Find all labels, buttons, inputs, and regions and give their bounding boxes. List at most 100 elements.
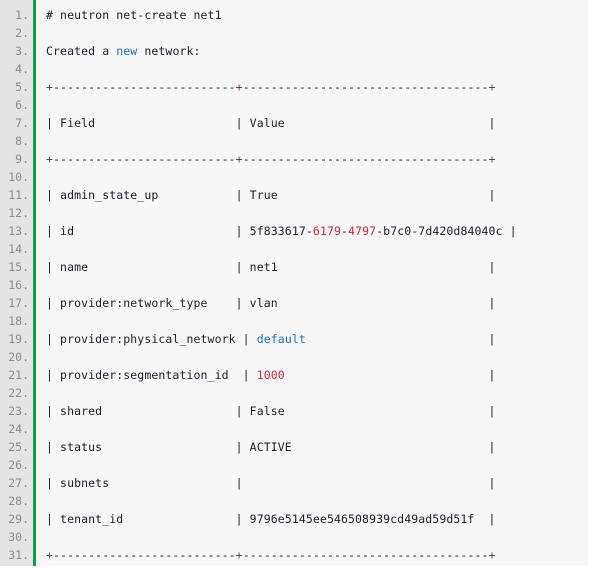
line-number: 21. [8,368,29,382]
line-number: 30. [8,530,29,544]
code-token: + [235,80,243,94]
code-token: | tenant_id | 9796e5145ee546508939cd49ad… [46,512,496,526]
code-line [46,348,588,366]
code-line [46,132,588,150]
code-token: | provider:physical_network | [46,332,257,346]
line-number: 3. [15,44,29,58]
line-number: 17. [8,296,29,310]
code-token: 4797 [348,224,377,238]
code-token: | provider:segmentation_id | [46,368,257,382]
code-line: +--------------------------+------------… [46,150,588,168]
code-line: | provider:network_type | vlan | [46,294,588,312]
line-number: 4. [15,62,29,76]
line-number: 20. [8,350,29,364]
code-line: | Field | Value | [46,114,588,132]
line-number: 16. [8,278,29,292]
code-line [46,456,588,474]
line-number: 27. [8,476,29,490]
code-content-area[interactable]: # neutron net-create net1 Created a new … [36,0,588,566]
code-line [46,204,588,222]
code-token: + [488,80,496,94]
line-number-gutter: 1.2.3.4.5.6.7.8.9.10.11.12.13.14.15.16.1… [0,0,33,566]
line-number: 25. [8,440,29,454]
line-number: 24. [8,422,29,436]
code-token: + [235,152,243,166]
code-token: network: [137,44,201,58]
line-number: 18. [8,314,29,328]
line-number: 5. [15,80,29,94]
line-number: 28. [8,494,29,508]
code-token: ----------------------------------- [242,80,489,94]
code-token: | shared | False | [46,404,496,418]
code-token: - [341,224,349,238]
code-line [46,60,588,78]
line-number: 22. [8,386,29,400]
code-token: | [284,368,496,382]
code-line [46,24,588,42]
line-number: 1. [15,8,29,22]
code-line: +--------------------------+------------… [46,546,588,564]
code-token: | [509,224,517,238]
line-number: 12. [8,206,29,220]
accent-separator-bar [33,0,36,566]
code-line: | name | net1 | [46,258,588,276]
code-line: | admin_state_up | True | [46,186,588,204]
code-token: new [116,44,138,58]
code-token: | provider:network_type | vlan | [46,296,496,310]
code-token: | id | 5f833617- [46,224,313,238]
code-token: 6179 [312,224,342,238]
line-number: 7. [15,116,29,130]
code-line: | shared | False | [46,402,588,420]
code-line: | status | ACTIVE | [46,438,588,456]
code-token: + [46,548,54,562]
code-line [46,96,588,114]
code-line: | provider:physical_network | default | [46,330,588,348]
code-token: ----------------------------------- [242,548,489,562]
code-line [46,312,588,330]
line-number: 31. [8,548,29,562]
code-line: | provider:segmentation_id | 1000 | [46,366,588,384]
code-line: Created a new network: [46,42,588,60]
code-token: + [46,80,54,94]
line-number: 23. [8,404,29,418]
code-token: 1000 [256,368,285,382]
code-token: + [488,152,496,166]
code-line [46,276,588,294]
code-token: | status | ACTIVE | [46,440,496,454]
line-number: 19. [8,332,29,346]
code-token: ----------------------------------- [242,152,489,166]
code-token: | Field | Value | [46,116,496,130]
code-line [46,168,588,186]
line-number: 14. [8,242,29,256]
code-line [46,420,588,438]
line-number: 15. [8,260,29,274]
code-line: +--------------------------+------------… [46,78,588,96]
code-line: | id | 5f833617-6179-4797-b7c0-7d420d840… [46,222,588,240]
code-token: | subnets | | [46,476,496,490]
code-line [46,240,588,258]
line-number: 8. [15,134,29,148]
line-number: 11. [8,188,29,202]
code-token: Created a [46,44,117,58]
line-number: 2. [15,26,29,40]
line-number: 9. [15,152,29,166]
code-token: -------------------------- [53,548,236,562]
line-number: 29. [8,512,29,526]
line-number: 10. [8,170,29,184]
code-token: -------------------------- [53,152,236,166]
line-number: 26. [8,458,29,472]
code-line [46,492,588,510]
code-token: + [488,548,496,562]
code-token: # neutron net-create net1 [46,8,222,22]
code-token: + [235,548,243,562]
code-token: -------------------------- [53,80,236,94]
code-line: | tenant_id | 9796e5145ee546508939cd49ad… [46,510,588,528]
code-token: default [256,332,306,346]
code-line [46,528,588,546]
code-token: | [305,332,496,346]
code-line: | subnets | | [46,474,588,492]
code-line: # neutron net-create net1 [46,6,588,24]
code-token: | admin_state_up | True | [46,188,496,202]
line-number: 6. [15,98,29,112]
code-line [46,384,588,402]
